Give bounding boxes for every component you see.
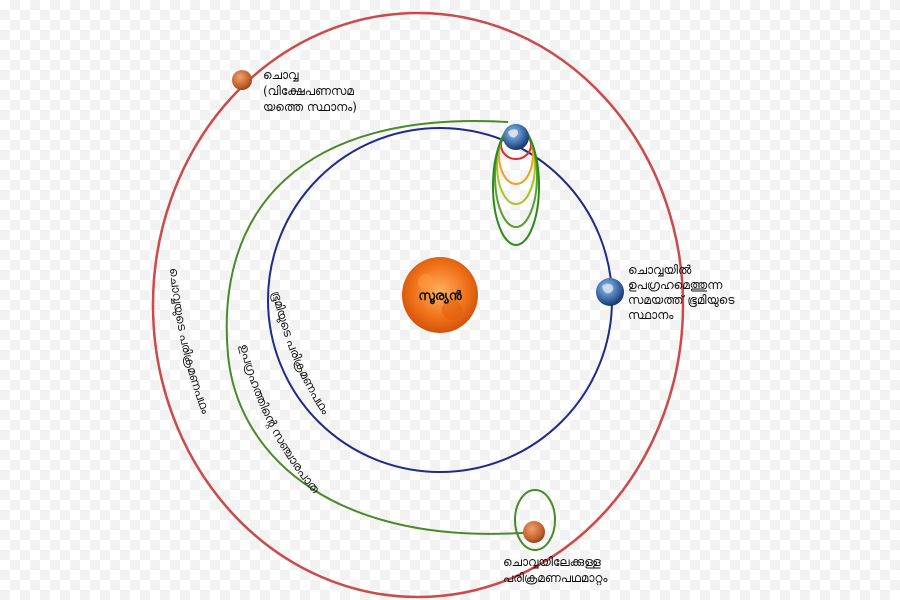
mars-launch-line-1: ചൊവ്വ <box>263 68 299 82</box>
mars-capture-line-1: ചൊവ്വയിലേക്കുള്ള <box>503 555 601 569</box>
mars-capture-orbit <box>514 489 556 551</box>
earth-arrival-line-4: സ്ഥാനം <box>628 308 674 322</box>
earth-arrival-icon <box>596 278 624 306</box>
mars-icon <box>232 70 252 90</box>
earth-arrival-line-2: ഉപഗ്രഹമെത്തുന്ന <box>628 278 723 292</box>
mars-orbit-ellipse <box>151 11 685 599</box>
sun-icon <box>402 257 478 333</box>
sun-label: സൂര്യൻ <box>418 289 462 305</box>
mars-launch-line-3: യത്തെ സ്ഥാനം) <box>263 100 357 114</box>
earth-orbit-label-text: ഭൂമിയുടെ പരിക്രമണപഥം <box>269 289 333 417</box>
earth-icon <box>503 124 529 150</box>
mars-launch-label: ചൊവ്വ (വിക്ഷേപണസമ യത്തെ സ്ഥാനം) <box>263 68 358 114</box>
mars-orbit-label: ചൊവ്വയുടെ പരിക്രമണപഥം <box>167 267 213 416</box>
earth-arrival-line-1: ചൊവ്വയിൽ <box>628 263 692 277</box>
earth-arrival-line-3: സമയത്ത് ഭൂമിയുടെ <box>628 293 735 308</box>
mars-launch-line-2: (വിക്ഷേപണസമ <box>263 84 354 98</box>
transfer-orbit-path <box>225 120 536 535</box>
mars-arrival-icon <box>523 521 545 543</box>
mars-orbit-label-text: ചൊവ്വയുടെ പരിക്രമണപഥം <box>167 267 213 416</box>
earth-arrival-label: ചൊവ്വയിൽ ഉപഗ്രഹമെത്തുന്ന സമയത്ത് ഭൂമിയുട… <box>628 263 738 322</box>
earth-orbit-label: ഭൂമിയുടെ പരിക്രമണപഥം <box>269 289 333 417</box>
mars-capture-line-2: പരിക്രമണപഥമാറ്റം <box>503 571 608 586</box>
mars-capture-label: ചൊവ്വയിലേക്കുള്ള പരിക്രമണപഥമാറ്റം <box>503 555 608 586</box>
